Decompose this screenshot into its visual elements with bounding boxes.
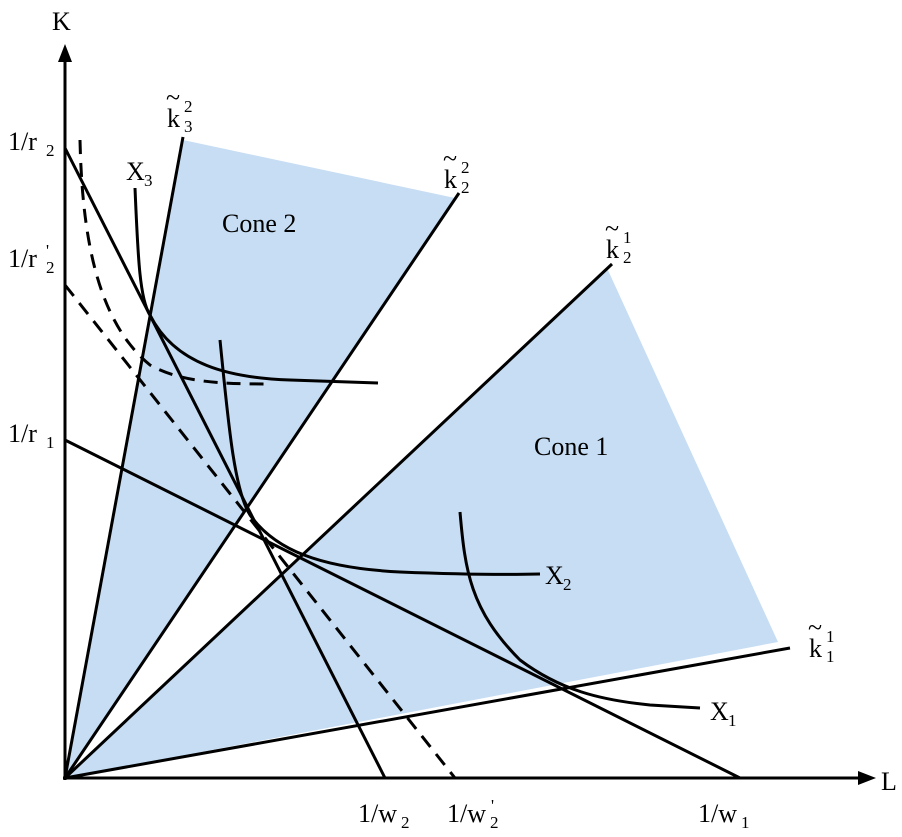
intercept-r1-text: 1/r (8, 419, 37, 448)
intercept-r2-text: 1/r (8, 127, 37, 156)
isoquant-x1 (458, 511, 701, 710)
isoquant-x2-sub: 2 (563, 575, 572, 594)
ray-k32-sub: 3 (184, 117, 193, 136)
isocost-r1-w1 (64, 438, 741, 780)
cone-2-region (65, 140, 455, 778)
isoquant-x1-sub: 1 (728, 711, 737, 730)
isoquant-x2-text: X (545, 561, 564, 590)
ray-k12-base: k (606, 235, 619, 264)
ray-k12-tilde: ~ (605, 214, 619, 243)
k-axis-arrow (58, 44, 72, 62)
ray-k11 (64, 646, 791, 780)
intercept-r2p-sub: 2 (46, 258, 55, 277)
ray-k12-sup: 1 (623, 228, 632, 247)
intercept-w2-text: 1/w (358, 799, 397, 828)
ray-k11-base: k (809, 634, 822, 663)
ray-k32-tilde: ~ (166, 83, 180, 112)
intercept-r2p-text: 1/r (8, 244, 37, 273)
isoquant-x1-label: X 1 (710, 697, 737, 730)
ray-k32 (63, 136, 185, 779)
isoquant-x2 (218, 339, 541, 576)
ray-k22-base: k (444, 165, 457, 194)
isoquant-x3-sub: 3 (144, 171, 153, 190)
isoquant-x3-text: X (126, 157, 145, 186)
intercept-r1-label: 1/r 1 (8, 419, 55, 452)
intercept-w2p-sub: 2 (490, 813, 499, 832)
ray-k32-label: ~ k 2 3 (166, 83, 193, 136)
l-axis-arrow (858, 771, 876, 785)
isoquant-x2-label: X 2 (545, 561, 572, 594)
ray-k11-sup: 1 (826, 627, 835, 646)
ray-k12-sub: 2 (623, 248, 632, 267)
isoquant-x3 (133, 187, 379, 385)
isocost-r2p-w2p (63, 284, 457, 779)
intercept-r2p-prime: ' (46, 241, 49, 260)
intercept-w2p-label: 1/w 2 ' (447, 796, 499, 832)
ray-k12 (63, 262, 614, 780)
cone-1-label: Cone 1 (534, 432, 608, 461)
intercept-w1-label: 1/w 1 (698, 799, 750, 832)
intercept-r1-sub: 1 (46, 433, 55, 452)
intercept-w2p-prime: ' (491, 796, 494, 815)
ray-k22-tilde: ~ (443, 144, 457, 173)
isocost-r2-w2 (63, 147, 387, 779)
intercept-r2-sub: 2 (46, 141, 55, 160)
ray-k22-label: ~ k 2 2 (443, 144, 470, 197)
intercept-r2p-label: 1/r 2 ' (8, 241, 55, 277)
ray-k32-base: k (167, 104, 180, 133)
ray-k12-label: ~ k 1 2 (605, 214, 632, 267)
cone-2-label: Cone 2 (222, 209, 296, 238)
k-axis-label: K (52, 7, 71, 36)
intercept-w1-text: 1/w (698, 799, 737, 828)
ray-k11-tilde: ~ (808, 613, 822, 642)
isoquant-x1-text: X (710, 697, 729, 726)
cone-1-region (65, 268, 778, 778)
l-axis-label: L (881, 767, 897, 796)
ray-k11-label: ~ k 1 1 (808, 613, 835, 666)
intercept-w1-sub: 1 (741, 813, 750, 832)
ray-k11-sub: 1 (826, 647, 835, 666)
intercept-w2-label: 1/w 2 (358, 799, 410, 832)
intercept-r2-label: 1/r 2 (8, 127, 55, 160)
intercept-w2-sub: 2 (401, 813, 410, 832)
ray-k22-sub: 2 (461, 178, 470, 197)
intercept-w2p-text: 1/w (447, 799, 486, 828)
isoquant-x3-label: X 3 (126, 157, 153, 190)
ray-k22 (63, 192, 461, 779)
isoquant-dashed (78, 139, 269, 386)
ray-k32-sup: 2 (184, 97, 193, 116)
ray-k22-sup: 2 (461, 158, 470, 177)
